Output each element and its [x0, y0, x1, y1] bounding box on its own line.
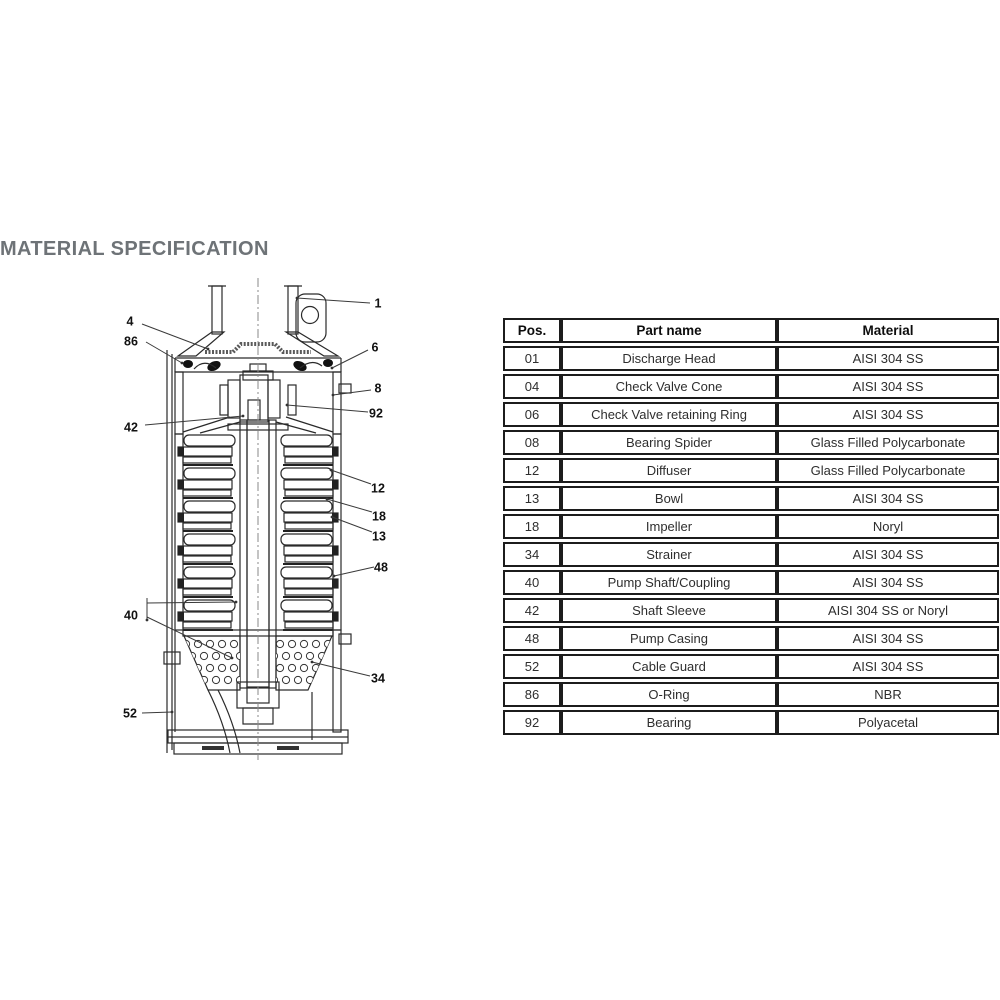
table-cell: AISI 304 SS — [777, 626, 999, 651]
table-cell: Strainer — [561, 542, 777, 567]
table-cell: 04 — [503, 374, 561, 399]
callout-34: 34 — [310, 660, 385, 686]
page-title: MATERIAL SPECIFICATION — [0, 238, 269, 260]
column-header: Part name — [561, 318, 777, 343]
table-cell: Shaft Sleeve — [561, 598, 777, 623]
callout-48: 48 — [332, 561, 388, 578]
table-cell: Bearing — [561, 710, 777, 735]
callout-12: 12 — [329, 468, 385, 496]
column-header: Material — [777, 318, 999, 343]
table-cell: AISI 304 SS — [777, 570, 999, 595]
table-cell: AISI 304 SS — [777, 374, 999, 399]
callout-label: 6 — [372, 341, 379, 355]
callout-86: 86 — [124, 335, 184, 365]
callout-label: 1 — [375, 297, 382, 311]
table-cell: 92 — [503, 710, 561, 735]
callout-label: 40 — [124, 609, 138, 623]
table-cell: AISI 304 SS — [777, 542, 999, 567]
table-cell: AISI 304 SS — [777, 346, 999, 371]
table-cell: 01 — [503, 346, 561, 371]
callout-label: 48 — [374, 561, 388, 575]
table-cell: Cable Guard — [561, 654, 777, 679]
callout-92: 92 — [285, 403, 383, 421]
callout-label: 42 — [124, 421, 138, 435]
table-cell: 12 — [503, 458, 561, 483]
table-cell: Bearing Spider — [561, 430, 777, 455]
callout-8: 8 — [331, 382, 382, 397]
table-cell: O-Ring — [561, 682, 777, 707]
callout-label: 8 — [375, 382, 382, 396]
table-cell: 18 — [503, 514, 561, 539]
table-cell: 06 — [503, 402, 561, 427]
callout-label: 92 — [369, 407, 383, 421]
column-header: Pos. — [503, 318, 561, 343]
table-cell: AISI 304 SS or Noryl — [777, 598, 999, 623]
o-ring-seals — [183, 359, 333, 372]
table-cell: Bowl — [561, 486, 777, 511]
callout-label: 52 — [123, 707, 137, 721]
table-cell: Polyacetal — [777, 710, 999, 735]
table-cell: Discharge Head — [561, 346, 777, 371]
callout-label: 12 — [371, 482, 385, 496]
check-valve-seat — [205, 342, 311, 354]
table-cell: 13 — [503, 486, 561, 511]
callout-layer: 1 4 86 6 8 92 42 12 18 13 48 40 34 52 — [123, 297, 388, 721]
pump-body — [163, 278, 352, 760]
table-cell: NBR — [777, 682, 999, 707]
pump-cross-section-diagram: 1 4 86 6 8 92 42 12 18 13 48 40 34 52 — [123, 278, 388, 760]
table-cell: Pump Shaft/Coupling — [561, 570, 777, 595]
table-cell: Diffuser — [561, 458, 777, 483]
callout-40: 40 — [124, 598, 238, 660]
callout-1: 1 — [295, 297, 382, 311]
table-cell: AISI 304 SS — [777, 486, 999, 511]
table-cell: 40 — [503, 570, 561, 595]
callout-52: 52 — [123, 707, 174, 721]
callout-42: 42 — [124, 414, 245, 435]
impeller-diffuser-stages — [177, 434, 339, 631]
callout-18: 18 — [325, 497, 386, 524]
callout-label: 86 — [124, 335, 138, 349]
callout-13: 13 — [330, 515, 386, 544]
table-cell: 52 — [503, 654, 561, 679]
table-cell: 48 — [503, 626, 561, 651]
table-cell: Noryl — [777, 514, 999, 539]
table-cell: Glass Filled Polycarbonate — [777, 458, 999, 483]
cable-guard — [163, 350, 241, 754]
callout-4: 4 — [127, 315, 210, 351]
callout-6: 6 — [330, 341, 379, 370]
table-cell: Check Valve retaining Ring — [561, 402, 777, 427]
table-cell: AISI 304 SS — [777, 654, 999, 679]
table-cell: AISI 304 SS — [777, 402, 999, 427]
callout-label: 18 — [372, 510, 386, 524]
table-cell: Glass Filled Polycarbonate — [777, 430, 999, 455]
table-cell: 34 — [503, 542, 561, 567]
table-cell: Pump Casing — [561, 626, 777, 651]
table-cell: Check Valve Cone — [561, 374, 777, 399]
callout-label: 13 — [372, 530, 386, 544]
table-cell: Impeller — [561, 514, 777, 539]
table-cell: 42 — [503, 598, 561, 623]
table-cell: 08 — [503, 430, 561, 455]
callout-label: 4 — [127, 315, 134, 329]
callout-label: 34 — [371, 672, 385, 686]
table-cell: 86 — [503, 682, 561, 707]
